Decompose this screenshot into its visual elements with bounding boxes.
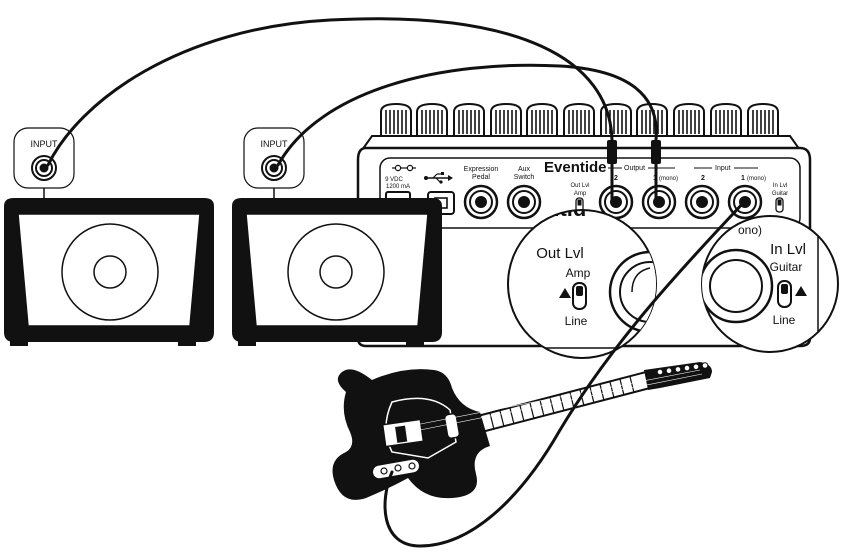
input-1-label: 1 xyxy=(741,175,745,182)
jack-icon xyxy=(684,184,720,220)
pedal-knob xyxy=(710,102,742,137)
arrow-up-icon xyxy=(559,288,571,298)
expression-label-2: Pedal xyxy=(472,174,490,181)
output-2-label: 2 xyxy=(614,175,618,182)
amplifier-right: INPUT xyxy=(232,127,442,346)
output-1-suffix: (mono) xyxy=(659,176,678,182)
guitar-tuner xyxy=(701,362,709,369)
amp-right-input-label: INPUT xyxy=(261,139,289,149)
guitar-tuner xyxy=(692,363,700,371)
expression-label-1: Expression xyxy=(464,166,499,173)
speaker-cone-icon xyxy=(287,223,385,321)
guitar-neck xyxy=(468,370,652,436)
in-guitar-small-label: Guitar xyxy=(772,191,788,197)
guitar-tuner xyxy=(665,367,673,375)
pedal-knob xyxy=(453,102,485,137)
in-lvl-small-label: In Lvl xyxy=(773,183,787,189)
jack-icon xyxy=(641,184,677,220)
power-polarity-icon xyxy=(392,164,416,172)
zoom-right-partial-text: ono) xyxy=(738,223,762,237)
zoom-left-partial-brand: ntid xyxy=(546,196,586,221)
cables xyxy=(46,17,746,548)
guitar-tuner xyxy=(656,368,664,376)
usb-icon xyxy=(424,172,453,184)
pedal-knobs xyxy=(380,102,779,137)
cable-output1-to-right-amp xyxy=(276,63,658,202)
pedal-knob xyxy=(563,102,595,137)
input-1-suffix: (mono) xyxy=(747,176,766,182)
cable-plugs xyxy=(607,140,661,164)
amplifier-left: INPUT xyxy=(4,127,214,346)
jack-icon xyxy=(463,184,499,220)
zoom-right-title: In Lvl xyxy=(770,241,806,258)
arrow-up-icon xyxy=(795,286,807,296)
guitar-icon xyxy=(332,362,712,500)
zoom-right-top-label: Guitar xyxy=(770,260,803,274)
amp-left-input-label: INPUT xyxy=(31,139,59,149)
out-lvl-small-label: Out Lvl xyxy=(570,183,589,189)
pedal-knob xyxy=(380,102,412,137)
speaker-cone-icon xyxy=(61,223,159,321)
power-voltage-label: 9 VDC xyxy=(385,177,403,183)
pedal-knob xyxy=(490,102,522,137)
guitar-tuner xyxy=(683,364,691,372)
pedal-knob xyxy=(673,102,705,137)
input-2-label: 2 xyxy=(701,175,705,182)
cable-output2-to-left-amp xyxy=(46,17,614,202)
input-header: Input xyxy=(715,165,731,172)
output-header: Output xyxy=(624,165,645,172)
zoom-detail-in-level: ono) In Lvl Guitar Line xyxy=(701,215,839,353)
pedal-knob xyxy=(526,102,558,137)
jack-icon xyxy=(506,184,542,220)
zoom-left-top-label: Amp xyxy=(566,266,591,280)
aux-label-1: Aux xyxy=(518,166,531,173)
guitar-tuner xyxy=(674,366,682,373)
pedal-knob xyxy=(636,102,668,137)
pedal-knob xyxy=(600,102,632,137)
guitar-neck-pickup xyxy=(443,413,461,439)
pedal-knob xyxy=(416,102,448,137)
aux-label-2: Switch xyxy=(514,174,535,181)
brand-logo: Eventide xyxy=(544,159,607,176)
zoom-right-bottom-label: Line xyxy=(773,313,796,327)
zoom-left-bottom-label: Line xyxy=(565,314,588,328)
power-current-label: 1200 mA xyxy=(386,184,410,190)
cable-input1-to-guitar xyxy=(383,200,746,548)
out-amp-small-label: Amp xyxy=(574,191,587,197)
pedal-knob xyxy=(747,102,779,137)
zoom-left-title: Out Lvl xyxy=(536,245,584,262)
